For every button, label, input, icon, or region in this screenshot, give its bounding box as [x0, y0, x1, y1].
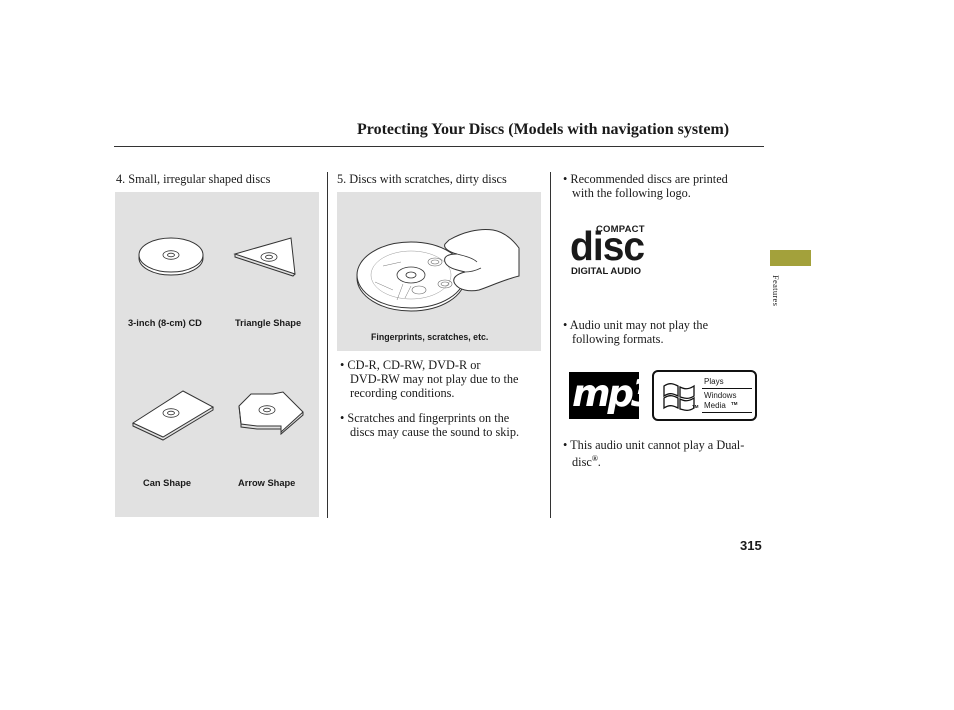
logo-disc-text: disc	[570, 223, 645, 269]
col2-bullet2-line1: • Scratches and fingerprints on the	[340, 411, 510, 425]
page-title: Protecting Your Discs (Models with navig…	[357, 121, 730, 138]
triangle-disc-icon	[233, 237, 296, 277]
col1-heading: 4. Small, irregular shaped discs	[116, 172, 271, 186]
label-arrow: Arrow Shape	[238, 478, 296, 488]
col3-bullet1-line2: with the following logo.	[572, 186, 691, 200]
col2-bullet2-line2: discs may cause the sound to skip.	[350, 425, 520, 439]
wm-media-text: Media	[704, 401, 726, 410]
logo-digital-audio-text: DIGITAL AUDIO	[571, 266, 642, 277]
wm-plays-text: Plays	[704, 377, 724, 386]
col2-heading: 5. Discs with scratches, dirty discs	[337, 172, 507, 186]
features-section-label: Features	[771, 275, 783, 321]
col3-bullet3-line1: • This audio unit cannot play a Dual-	[563, 438, 745, 452]
col2-bullet1-line3: recording conditions.	[350, 386, 455, 400]
col2-bullet1-line2: DVD-RW may not play due to the	[350, 372, 519, 386]
col3-bullet3-line2: disc®.	[572, 452, 601, 469]
label-can: Can Shape	[143, 478, 192, 488]
dual-disc-word: disc	[572, 455, 592, 470]
page-number: 315	[740, 538, 762, 553]
features-section-tab	[770, 250, 811, 266]
column-divider-1	[327, 172, 328, 518]
logo-compact-text: COMPACT	[596, 224, 645, 235]
wm-flag-tm: TM	[692, 404, 699, 409]
wm-media-tm: TM	[731, 401, 738, 406]
label-triangle: Triangle Shape	[235, 318, 302, 328]
wm-divider-bottom	[702, 412, 752, 413]
mp3-logo: mp3	[569, 372, 639, 419]
registered-mark: ®	[591, 454, 598, 463]
label-3inch-cd: 3-inch (8-cm) CD	[128, 318, 202, 328]
can-disc-icon	[131, 390, 215, 441]
small-cd-icon	[138, 237, 204, 276]
compact-disc-logo: COMPACT disc DIGITAL AUDIO	[570, 223, 658, 278]
wm-divider-top	[702, 388, 752, 389]
features-label-text: Features	[771, 275, 781, 307]
hand-holding-disc-icon	[356, 229, 520, 312]
title-rule	[114, 146, 764, 147]
col3-bullet2-line2: following formats.	[572, 332, 664, 346]
wm-windows-text: Windows	[704, 391, 737, 400]
arrow-disc-icon	[238, 391, 304, 436]
bullet3-period: .	[597, 455, 601, 470]
fingerprints-caption: Fingerprints, scratches, etc.	[371, 332, 489, 342]
col3-bullet2-line1: • Audio unit may not play the	[563, 318, 709, 332]
mp3-logo-text: mp3	[572, 372, 639, 415]
windows-media-logo: TM Plays Windows Media TM	[652, 370, 757, 421]
col2-bullet1-line1: • CD-R, CD-RW, DVD-R or	[340, 358, 481, 372]
column-divider-2	[550, 172, 551, 518]
windows-flag-icon	[663, 383, 695, 412]
irregular-discs-panel: 3-inch (8-cm) CD Triangle Shape Can Shap…	[115, 192, 319, 517]
scratched-disc-panel: Fingerprints, scratches, etc.	[337, 192, 541, 351]
col3-bullet1-line1: • Recommended discs are printed	[563, 172, 728, 186]
